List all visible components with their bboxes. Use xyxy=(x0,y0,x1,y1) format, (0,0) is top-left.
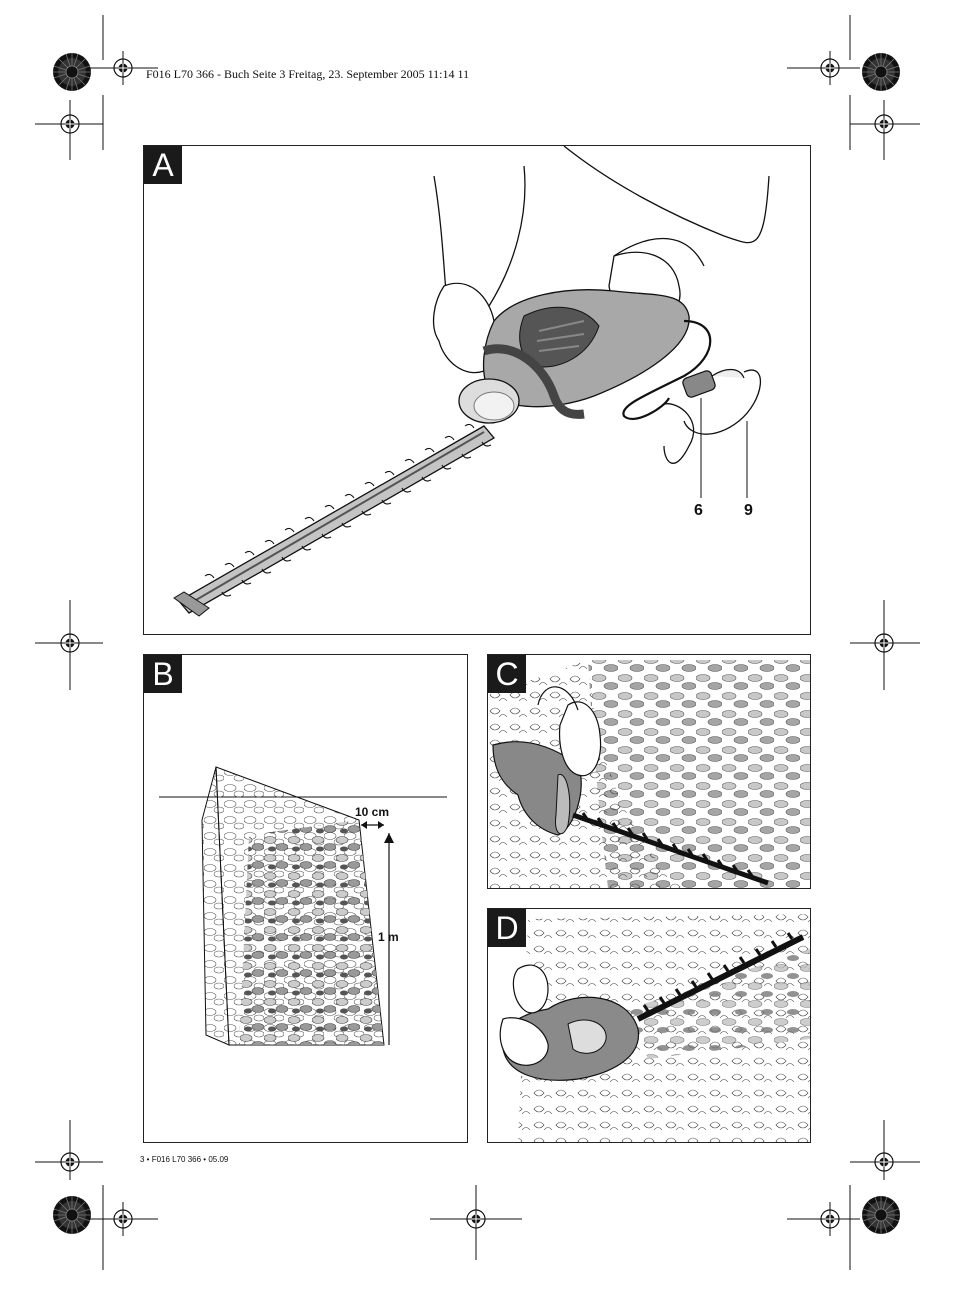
hedge-icon xyxy=(159,766,447,1046)
hedge-trimmer-icon xyxy=(173,146,770,617)
figure-panel-b: B 10 cm 1 m xyxy=(143,654,468,1143)
hedge-icon xyxy=(499,914,810,1142)
figure-panel-c: C xyxy=(487,654,811,889)
panel-label-a: A xyxy=(144,146,182,184)
measure-1m: 1 m xyxy=(378,930,399,944)
trimmer-blade xyxy=(173,425,495,617)
gloved-hand-icon xyxy=(499,964,549,1066)
panel-label-b: B xyxy=(144,655,182,693)
print-header: F016 L70 366 - Buch Seite 3 Freitag, 23.… xyxy=(146,67,470,81)
callout-9: 9 xyxy=(744,502,753,519)
panel-label-d: D xyxy=(488,909,526,947)
callout-6: 6 xyxy=(694,502,703,519)
gloved-hand-icon xyxy=(537,686,602,777)
panel-label-c: C xyxy=(488,655,526,693)
mains-plug-icon xyxy=(682,368,761,435)
print-footer: 3 • F016 L70 366 • 05.09 xyxy=(140,1155,229,1164)
hedge-icon xyxy=(488,660,810,888)
figure-panel-a: A xyxy=(143,145,811,635)
measure-10cm: 10 cm xyxy=(355,805,390,819)
figure-panel-d: D xyxy=(487,908,811,1143)
